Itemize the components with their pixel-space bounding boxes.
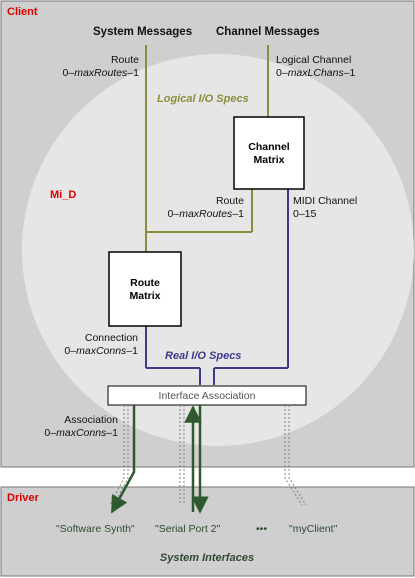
association-label: Association bbox=[64, 414, 118, 426]
interface-association-box bbox=[107, 385, 307, 406]
route-mid-range: 0–maxRoutes–1 bbox=[168, 208, 245, 220]
mid-region-circle bbox=[22, 54, 414, 446]
route-mid-label: Route bbox=[216, 195, 244, 207]
mid-title: Mi_D bbox=[50, 189, 76, 201]
route-top-range: 0–maxRoutes–1 bbox=[63, 67, 140, 79]
logical-channel-label: Logical Channel bbox=[276, 54, 351, 66]
client-title: Client bbox=[7, 6, 38, 18]
channel-matrix-label-line1: Channel bbox=[248, 141, 290, 153]
connection-range: 0–maxConns–1 bbox=[64, 345, 138, 357]
channel-matrix-box bbox=[233, 116, 305, 190]
midi-channel-label: MIDI Channel bbox=[293, 195, 357, 207]
connection-label: Connection bbox=[85, 332, 138, 344]
route-top-label: Route bbox=[111, 54, 139, 66]
logical-channel-range: 0–maxLChans–1 bbox=[276, 67, 356, 79]
real-lines bbox=[145, 189, 289, 385]
system-interface-lines bbox=[110, 405, 209, 514]
association-range: 0–maxConns–1 bbox=[44, 427, 118, 439]
logical-lines bbox=[145, 45, 269, 252]
driver-title: Driver bbox=[7, 492, 40, 504]
real-io-specs-label: Real I/O Specs bbox=[165, 350, 241, 362]
channel-messages-header: Channel Messages bbox=[216, 26, 320, 38]
route-matrix-label-line1: Route bbox=[130, 277, 160, 289]
software-synth-label: "Software Synth" bbox=[56, 523, 135, 535]
ellipsis-label: ••• bbox=[256, 523, 267, 535]
interface-association-label: Interface Association bbox=[159, 390, 256, 402]
route-matrix-box bbox=[108, 251, 182, 327]
channel-matrix-label-line2: Matrix bbox=[254, 154, 285, 166]
midi-channel-range: 0–15 bbox=[293, 208, 317, 220]
serial-port-label: "Serial Port 2" bbox=[155, 523, 221, 535]
system-messages-header: System Messages bbox=[93, 26, 192, 38]
system-interfaces-caption: System Interfaces bbox=[160, 552, 254, 564]
route-matrix-label-line2: Matrix bbox=[130, 290, 161, 302]
my-client-label: "myClient" bbox=[289, 523, 338, 535]
logical-io-specs-label: Logical I/O Specs bbox=[157, 93, 249, 105]
